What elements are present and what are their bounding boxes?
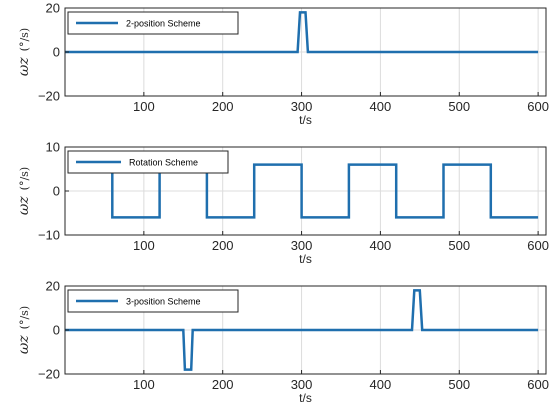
chart-1-ytick-label: 0 (53, 45, 60, 60)
chart-1-xtick-label: 200 (212, 99, 234, 114)
chart-1: 100 200 300 400 500 600 −20 0 20 t/s ωz (°/s) 2-posi… (16, 1, 549, 128)
chart-3-ylabel-unit: (°/s) (18, 306, 31, 329)
chart-3-ylabel-symbol: ωz (16, 335, 32, 354)
chart-2-ylabel-unit: (°/s) (18, 167, 31, 190)
chart-1-ylabel: ωz (°/s) (16, 28, 32, 76)
chart-2-ytick-label: 10 (46, 140, 60, 155)
chart-3-xtick-label: 600 (527, 377, 549, 392)
chart-2-ylabel: ωz (°/s) (16, 167, 32, 215)
chart-1-xtick-label: 400 (370, 99, 392, 114)
chart-2-xtick-label: 100 (133, 238, 155, 253)
chart-2-legend-label: Rotation Scheme (129, 158, 198, 168)
chart-3-xtick-label: 300 (291, 377, 313, 392)
chart-1-xtick-label: 300 (291, 99, 313, 114)
chart-3-ytick-label: 20 (46, 279, 60, 294)
chart-3-ytick-label: 0 (53, 323, 60, 338)
chart-3-xtick-label: 100 (133, 377, 155, 392)
chart-2-xtick-label: 400 (370, 238, 392, 253)
chart-2-ytick-label: 0 (53, 184, 60, 199)
chart-2-xtick-label: 200 (212, 238, 234, 253)
chart-3-legend-box (67, 289, 239, 313)
chart-2-ytick-label: −10 (38, 228, 60, 243)
chart-3-series-line (65, 289, 539, 371)
chart-1-xtick-label: 600 (527, 99, 549, 114)
chart-1-xtick-label: 500 (448, 99, 470, 114)
chart-1-ylabel-symbol: ωz (16, 57, 32, 76)
chart-3-ytick-label: −20 (38, 367, 60, 382)
chart-3-xlabel: t/s (299, 391, 312, 405)
chart-1-ylabel-unit: (°/s) (18, 28, 31, 51)
chart-3-ylabel: ωz (°/s) (16, 306, 32, 354)
chart-2: 100 200 300 400 500 600 −10 0 10 t/s ωz (°/s) Rotati… (16, 140, 549, 267)
chart-1-xlabel: t/s (299, 113, 312, 127)
chart-1-legend-label: 2-position Scheme (126, 19, 201, 29)
chart-2-xlabel: t/s (299, 252, 312, 266)
chart-2-legend-box (67, 150, 229, 174)
chart-3: 100 200 300 400 500 600 −20 0 20 t/s ωz (°/s) 3-posi… (16, 279, 549, 406)
chart-2-xtick-label: 500 (448, 238, 470, 253)
chart-1-legend-box (67, 11, 239, 35)
chart-2-ylabel-symbol: ωz (16, 196, 32, 215)
chart-1-ytick-label: 20 (46, 1, 60, 16)
chart-3-xtick-label: 500 (448, 377, 470, 392)
chart-1-ytick-label: −20 (38, 89, 60, 104)
chart-3-xtick-label: 400 (370, 377, 392, 392)
chart-2-xtick-label: 600 (527, 238, 549, 253)
chart-2-xtick-label: 300 (291, 238, 313, 253)
chart-3-legend-label: 3-position Scheme (126, 297, 201, 307)
chart-1-series-line (65, 11, 539, 54)
chart-1-xtick-label: 100 (133, 99, 155, 114)
chart-3-xtick-label: 200 (212, 377, 234, 392)
